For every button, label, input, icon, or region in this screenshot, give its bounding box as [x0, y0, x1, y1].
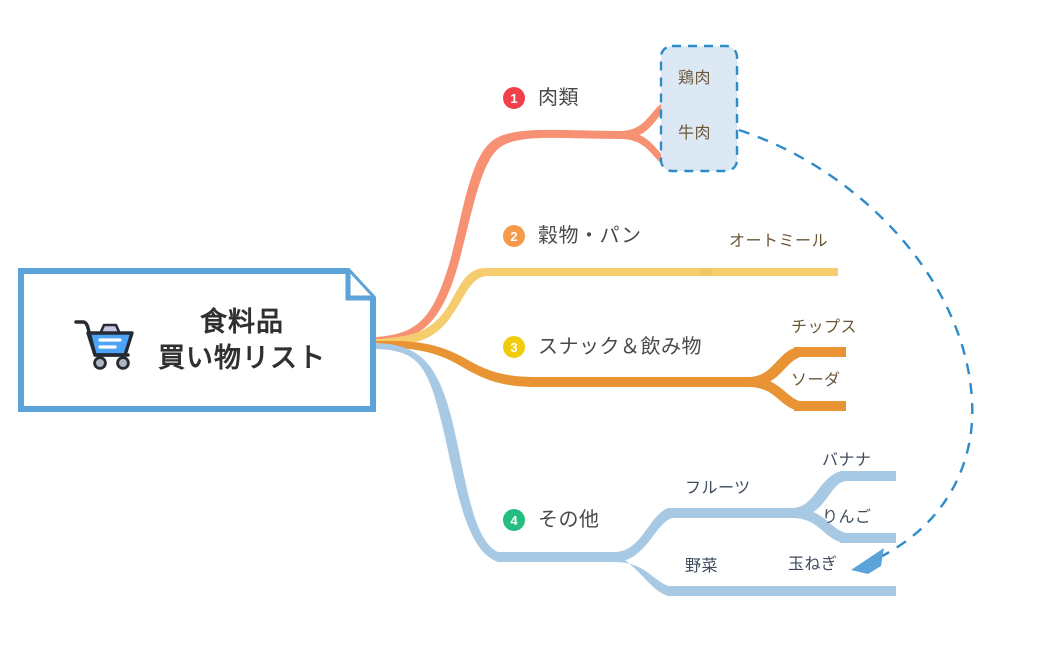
- branch-2-leaf-line-oatmeal: [700, 268, 838, 276]
- branch-1-fork-upper: [620, 101, 668, 139]
- leaf-label-banana[interactable]: バナナ: [822, 452, 872, 469]
- leaf-label-chips[interactable]: チップス: [791, 319, 858, 336]
- branch-1-meat[interactable]: [376, 101, 730, 343]
- leaf-label-fruits[interactable]: フルーツ: [685, 480, 751, 497]
- branch-4-fork-fruits: [614, 508, 792, 562]
- branch-4-label[interactable]: その他: [538, 509, 600, 531]
- central-node[interactable]: 食料品 買い物リスト: [18, 268, 376, 412]
- branch-4-leaf-line-banana: [840, 471, 896, 481]
- branch-4-badge[interactable]: 4: [503, 509, 525, 531]
- branch-3-badge[interactable]: 3: [503, 336, 525, 358]
- branch-3-leaf-line-chips: [794, 347, 846, 357]
- branch-1-leaf-line-beef: [662, 159, 730, 167]
- relationship-arrow-curve[interactable]: [738, 128, 974, 563]
- central-node-title-line1: 食料品: [200, 306, 284, 337]
- selection-box[interactable]: [659, 44, 739, 173]
- branch-2-joint-oatmeal: [700, 268, 712, 276]
- leaf-label-oatmeal[interactable]: オートミール: [729, 233, 829, 250]
- central-node-title: 食料品 買い物リスト: [158, 304, 326, 376]
- central-node-content: 食料品 買い物リスト: [18, 268, 376, 412]
- branch-3-label[interactable]: スナック＆飲み物: [538, 336, 702, 358]
- central-node-shape: [18, 268, 376, 412]
- leaf-label-apple[interactable]: りんご: [822, 509, 872, 526]
- leaf-label-chicken[interactable]: 鶏肉: [678, 70, 712, 87]
- branch-2-grains[interactable]: [376, 268, 838, 346]
- leaf-label-onion[interactable]: 玉ねぎ: [788, 556, 838, 573]
- leaf-label-soda[interactable]: ソーダ: [791, 372, 841, 389]
- branch-1-joint-chicken: [662, 101, 676, 109]
- branch-1-label[interactable]: 肉類: [538, 87, 579, 109]
- leaf-label-beef[interactable]: 牛肉: [678, 125, 712, 142]
- central-node-title-line2: 買い物リスト: [158, 343, 326, 373]
- branch-1-joint-beef: [662, 159, 676, 167]
- shopping-cart-icon: [68, 308, 142, 372]
- branch-2-label[interactable]: 穀物・パン: [538, 225, 642, 247]
- branch-4-leaf-line-apple: [840, 533, 896, 543]
- relationship-arrow-head: [851, 548, 884, 574]
- central-node-outline: [18, 268, 376, 412]
- leaf-label-vegetables[interactable]: 野菜: [685, 558, 719, 575]
- branch-1-fork-lower: [620, 131, 668, 167]
- central-node-fold: [345, 271, 373, 301]
- branch-2-badge[interactable]: 2: [503, 225, 525, 247]
- branch-1-leaf-line-chicken: [662, 101, 730, 109]
- branch-3-leaf-line-soda: [794, 401, 846, 411]
- branch-2-trunk: [376, 268, 838, 346]
- branch-4-leaf-line-onion: [790, 586, 896, 596]
- branch-1-badge[interactable]: 1: [503, 87, 525, 109]
